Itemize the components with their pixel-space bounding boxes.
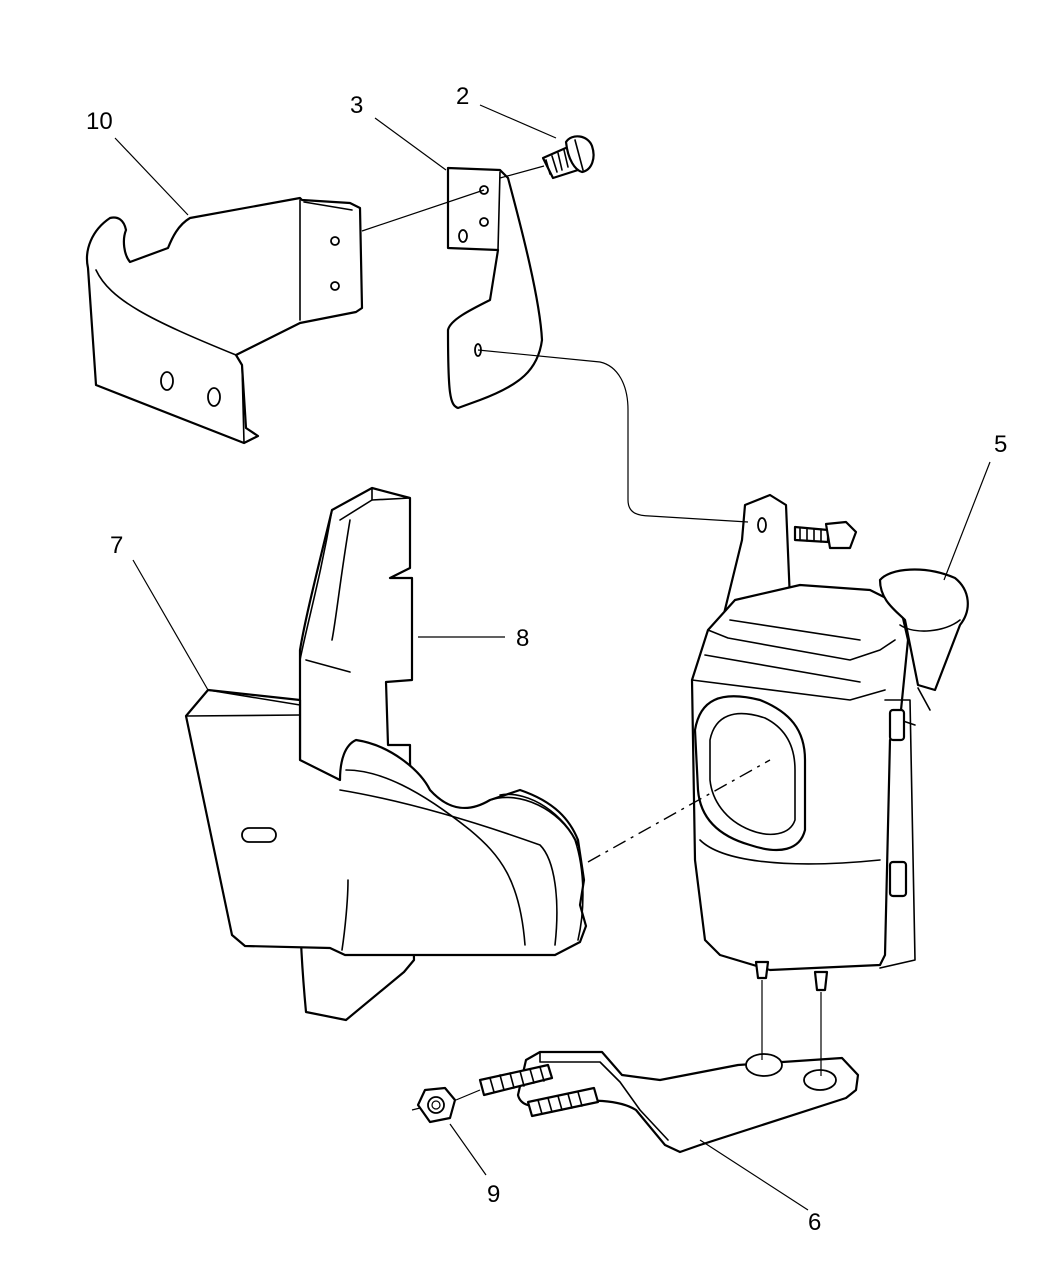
leader-lines — [114, 104, 991, 1211]
callout-8: 8 — [516, 625, 529, 652]
bracket-part-6 — [478, 1050, 860, 1154]
assembly-lines — [361, 165, 822, 1111]
callout-7: 7 — [110, 532, 123, 559]
callout-2: 2 — [456, 83, 469, 110]
callout-10: 10 — [86, 108, 113, 135]
air-cleaner-part-5 — [690, 493, 969, 992]
bolt-part-2 — [541, 135, 595, 180]
callout-labels: 2 3 10 5 7 8 9 6 — [86, 83, 1007, 1236]
duct-part-7 — [184, 688, 588, 957]
callout-6: 6 — [808, 1209, 821, 1236]
callout-9: 9 — [487, 1181, 500, 1208]
bolt-part-5-bracket — [793, 520, 858, 550]
callout-3: 3 — [350, 92, 363, 119]
bracket-part-10 — [85, 196, 364, 445]
nut-part-9 — [416, 1086, 457, 1124]
bracket-part-3 — [446, 166, 544, 410]
callout-5: 5 — [994, 431, 1007, 458]
